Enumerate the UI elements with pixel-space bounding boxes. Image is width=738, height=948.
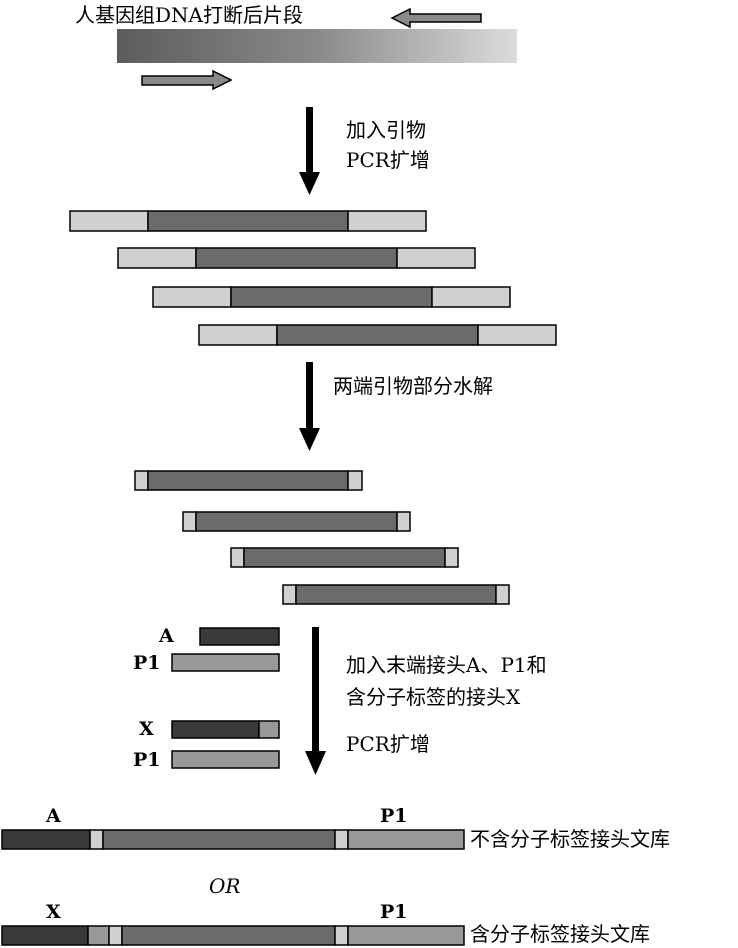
adapter-p1-bar-2 (171, 750, 280, 769)
hydrolyzed-fragment-3 (230, 547, 459, 568)
down-arrow-2 (299, 362, 320, 451)
genomic-dna-fragment (117, 29, 517, 63)
down-arrow-3 (305, 627, 326, 775)
pcr-product-2 (117, 247, 476, 269)
step1-line1: 加入引物 (346, 118, 426, 142)
adapter-p1-label-1: P1 (133, 652, 161, 674)
pcr-product-1 (69, 210, 427, 232)
hydrolyzed-fragment-1 (134, 470, 363, 491)
library1-p1-label: P1 (380, 805, 408, 827)
library1-a-label: A (46, 805, 61, 827)
pcr-product-3 (152, 286, 511, 308)
library2-p1-label: P1 (380, 901, 408, 923)
adapter-p1-bar-1 (171, 653, 280, 672)
pcr-product-4 (198, 324, 557, 346)
adapter-p1-label-2: P1 (133, 749, 161, 771)
step1-line2: PCR扩增 (346, 148, 430, 172)
hydrolyzed-fragment-2 (182, 511, 411, 532)
hydrolyzed-fragment-4 (282, 584, 510, 605)
library-1-construct (1, 829, 465, 850)
or-text: OR (209, 874, 241, 898)
library1-caption: 不含分子标签接头文库 (470, 827, 670, 851)
down-arrow-1 (299, 107, 320, 195)
forward-primer-arrow (141, 69, 233, 91)
step3-line1: 加入末端接头A、P1和 (346, 653, 547, 677)
library2-caption: 含分子标签接头文库 (470, 922, 650, 946)
library2-x-label: X (46, 901, 61, 923)
adapter-a-bar (199, 627, 280, 646)
step2-line1: 两端引物部分水解 (333, 374, 493, 398)
step3-line3: PCR扩增 (346, 732, 430, 756)
library-2-construct (1, 925, 465, 946)
adapter-a-label: A (159, 625, 174, 647)
step3-line2: 含分子标签的接头X (346, 685, 521, 709)
adapter-x-label: X (139, 718, 154, 740)
reverse-primer-arrow (390, 7, 482, 29)
adapter-x-bar (171, 720, 280, 739)
genomic-dna-label: 人基因组DNA打断后片段 (75, 3, 303, 27)
